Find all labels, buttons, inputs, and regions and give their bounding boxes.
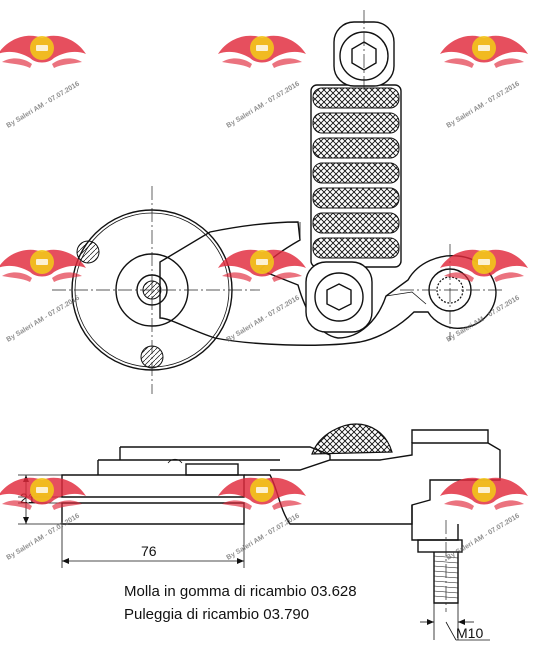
- watermarks: By Saleri AM - 07.07.2016 By Saleri AM -…: [0, 35, 528, 562]
- saleri-logo: [0, 35, 86, 68]
- saleri-logo: [0, 477, 86, 510]
- watermark-text: By Saleri AM - 07.07.2016: [5, 295, 81, 344]
- side-view: [61, 423, 501, 612]
- hex-bolt: [326, 283, 352, 311]
- saleri-logo: [218, 35, 306, 68]
- pulley-hole: [76, 240, 100, 264]
- watermark-text: By Saleri AM - 07.07.2016: [445, 295, 521, 344]
- top-view: [52, 10, 505, 394]
- watermark-text: By Saleri AM - 07.07.2016: [445, 513, 521, 562]
- saleri-logo: [218, 477, 306, 510]
- spare-pulley-caption: Puleggia di ricambio 03.790: [124, 606, 310, 623]
- saleri-logo: [218, 249, 306, 282]
- pulley-side: [61, 474, 245, 498]
- spring-side: [311, 423, 393, 455]
- spare-spring-caption: Molla in gomma di ricambio 03.628: [124, 583, 357, 600]
- saleri-logo: [440, 35, 528, 68]
- watermark-text: By Saleri AM - 07.07.2016: [225, 295, 301, 344]
- hex-bolt: [351, 41, 377, 71]
- spring-coils: [312, 87, 400, 259]
- saleri-logo: [440, 249, 528, 282]
- watermark-text: By Saleri AM - 07.07.2016: [5, 81, 81, 130]
- watermark-text: By Saleri AM - 07.07.2016: [445, 81, 521, 130]
- watermark-text: By Saleri AM - 07.07.2016: [225, 81, 301, 130]
- width-dimension: 76: [141, 543, 157, 559]
- saleri-logo: [0, 249, 86, 282]
- thread-dimension: M10: [456, 625, 483, 641]
- watermark-text: By Saleri AM - 07.07.2016: [225, 513, 301, 562]
- bolt-head: [417, 539, 463, 553]
- saleri-logo: [440, 477, 528, 510]
- watermark-text: By Saleri AM - 07.07.2016: [5, 513, 81, 562]
